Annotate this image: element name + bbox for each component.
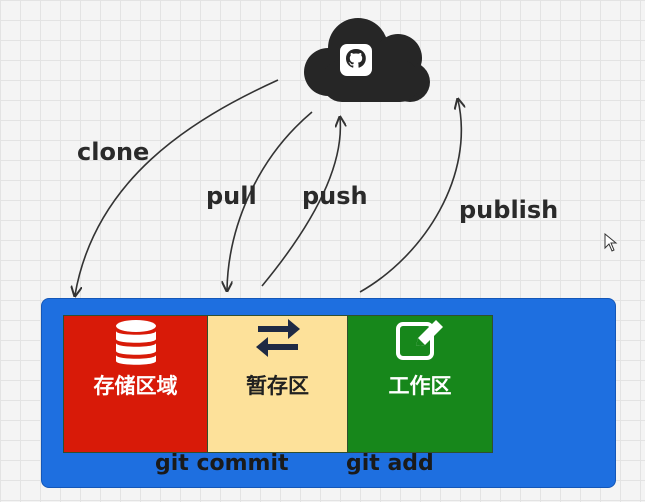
repository-area: 存储区域 (63, 315, 208, 453)
database-icon (115, 320, 156, 365)
publish-label: publish (459, 196, 559, 224)
working-area: 工作区 (347, 315, 493, 453)
mouse-cursor-icon (604, 233, 618, 252)
edit-icon (396, 320, 443, 360)
publish-arrow (359, 100, 461, 293)
pull-label: pull (206, 182, 257, 210)
github-icon (340, 44, 372, 76)
push-label: push (302, 182, 368, 210)
git-commit-label: git commit (155, 451, 289, 476)
swap-arrows-icon (255, 319, 300, 357)
staging-area: 暂存区 (207, 315, 348, 453)
working-area-label: 工作区 (388, 374, 452, 398)
staging-area-label: 暂存区 (246, 374, 309, 398)
git-add-label: git add (346, 451, 434, 476)
remote-repository-cloud (304, 18, 430, 102)
repository-area-label: 存储区域 (93, 374, 178, 398)
push-arrow (261, 118, 340, 287)
pull-arrow (227, 111, 313, 290)
clone-arrow (75, 79, 279, 295)
clone-label: clone (77, 138, 150, 166)
